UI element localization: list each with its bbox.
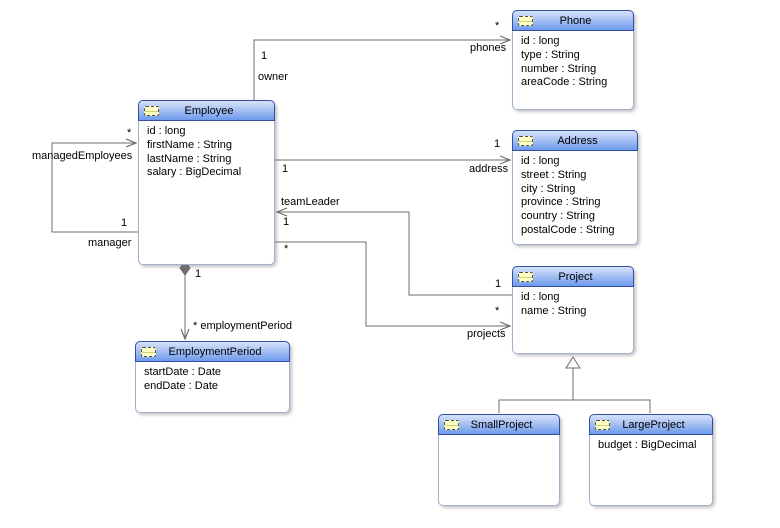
class-name: LargeProject xyxy=(622,418,685,431)
manager-multiplicity: 1 xyxy=(121,217,128,229)
teamleader-role: teamLeader xyxy=(281,196,340,208)
attribute-row: id : long xyxy=(521,155,560,167)
attribute-row: country : String xyxy=(521,210,595,223)
attribute-row: startDate : Date xyxy=(144,366,222,378)
class-header: LargeProject xyxy=(589,414,713,435)
attribute-row: endDate : Date xyxy=(144,379,218,392)
attribute-row: name : String xyxy=(521,304,587,317)
association-manager-line[interactable] xyxy=(51,143,138,233)
class-name: Project xyxy=(558,270,593,283)
attribute-row: id : long xyxy=(521,35,560,47)
attribute-row: lastName : String xyxy=(147,152,232,165)
attribute-row: number : String xyxy=(521,62,597,75)
class-icon xyxy=(518,135,533,146)
attribute-row: budget : BigDecimal xyxy=(598,439,697,451)
managed-employees-role: managedEmployees xyxy=(32,150,133,162)
class-icon xyxy=(144,105,159,116)
class-box-largeproject[interactable]: LargeProject budget : BigDecimal xyxy=(589,414,713,506)
class-icon xyxy=(518,271,533,282)
employmentperiod-source-multiplicity: 1 xyxy=(195,268,202,280)
projects-source-multiplicity: * xyxy=(284,243,289,255)
association-teamleader-line[interactable] xyxy=(277,212,512,296)
class-header: Address xyxy=(512,130,638,151)
generalization-triangle xyxy=(565,356,581,369)
class-header: SmallProject xyxy=(438,414,560,435)
class-name: Address xyxy=(557,134,598,147)
teamleader-multiplicity: 1 xyxy=(283,216,290,228)
class-box-smallproject[interactable]: SmallProject xyxy=(438,414,560,506)
class-attributes xyxy=(438,435,560,506)
attribute-row: id : long xyxy=(147,125,186,137)
class-name: SmallProject xyxy=(470,418,533,431)
class-icon xyxy=(444,419,459,430)
attribute-row: type : String xyxy=(521,48,580,61)
class-attributes: budget : BigDecimal xyxy=(589,435,713,506)
class-header: Project xyxy=(512,266,634,287)
employmentperiod-role: * employmentPeriod xyxy=(193,320,293,332)
class-name: EmploymentPeriod xyxy=(168,345,262,358)
teamleader-target-multiplicity: 1 xyxy=(495,278,502,290)
class-name: Phone xyxy=(559,14,592,27)
projects-target-multiplicity: * xyxy=(495,305,500,317)
managed-employees-multiplicity: * xyxy=(127,127,132,139)
attribute-row: province : String xyxy=(521,196,601,209)
address-target-multiplicity: 1 xyxy=(494,138,501,150)
attribute-row: city : String xyxy=(521,182,576,195)
attribute-row: id : long xyxy=(521,291,560,303)
class-header: Employee xyxy=(138,100,275,121)
attribute-row: salary : BigDecimal xyxy=(147,166,242,179)
attribute-row: firstName : String xyxy=(147,138,232,151)
class-icon xyxy=(518,15,533,26)
manager-role: manager xyxy=(88,237,132,249)
class-header: EmploymentPeriod xyxy=(135,341,290,362)
class-icon xyxy=(141,346,156,357)
address-role: address xyxy=(469,163,509,175)
class-name: Employee xyxy=(184,104,234,117)
association-phones-line[interactable] xyxy=(253,40,510,100)
generalization-branch[interactable] xyxy=(498,399,651,413)
class-header: Phone xyxy=(512,10,634,31)
class-icon xyxy=(595,419,610,430)
phones-multiplicity: * xyxy=(495,20,500,32)
phones-role: phones xyxy=(470,42,507,54)
owner-multiplicity: 1 xyxy=(261,50,268,62)
attribute-row: areaCode : String xyxy=(521,76,608,89)
address-source-multiplicity: 1 xyxy=(282,163,289,175)
owner-role: owner xyxy=(258,71,288,83)
attribute-row: street : String xyxy=(521,168,587,181)
association-projects-line[interactable] xyxy=(275,241,510,326)
projects-role: projects xyxy=(467,328,506,340)
attribute-row: postalCode : String xyxy=(521,223,615,236)
